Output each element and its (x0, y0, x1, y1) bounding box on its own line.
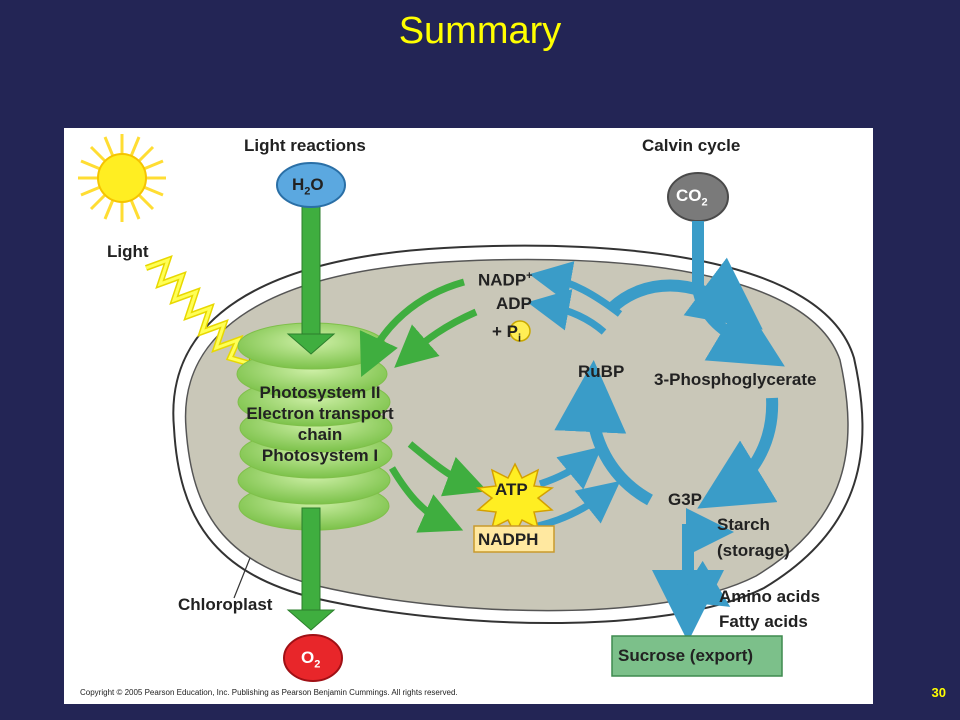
nadph-to-cycle-arrow (537, 480, 621, 530)
starch-label: Starch (storage) (717, 512, 790, 564)
amino-line: Amino acids (719, 587, 821, 606)
co2-input-arrow (692, 221, 785, 367)
atp-to-cycle-arrow (538, 446, 603, 490)
amino-fatty-label: Amino acids Fatty acids (719, 584, 820, 634)
light-reactions-heading: Light reactions (244, 136, 366, 155)
slide-title: Summary (398, 10, 562, 52)
cycle-to-adp-arrow (527, 289, 607, 335)
o2-label: O2 (301, 648, 321, 671)
calvin-cycle-ring-left (554, 360, 654, 506)
diagram-graphics (78, 134, 864, 682)
starch-line: (storage) (717, 541, 790, 560)
photosystem-line: chain (297, 425, 343, 444)
photosystem-line: Photosystem I (261, 446, 379, 465)
water-arrow-head (286, 333, 336, 355)
light-label: Light (107, 242, 149, 261)
phosphoglycerate-label: 3-Phosphoglycerate (654, 370, 817, 389)
photosystem-label: Photosystem II Electron transport chain … (222, 382, 418, 466)
nadph-label: NADPH (478, 530, 539, 549)
oxygen-arrow-shaft (301, 507, 321, 615)
atp-label: ATP (495, 480, 528, 499)
calvin-cycle-ring-right (697, 397, 779, 509)
water-arrow-shaft (301, 199, 321, 341)
thylakoid-stack-icon (236, 322, 393, 531)
adp-label: ADP (496, 294, 532, 313)
oxygen-arrow-head (286, 609, 336, 631)
h2o-circle (276, 162, 346, 208)
sucrose-label: Sucrose (export) (618, 646, 754, 665)
rubp-label: RuBP (578, 362, 625, 381)
g3p-label: G3P (668, 490, 703, 509)
adp-return-arrow (394, 308, 478, 368)
sucrose-box (611, 635, 783, 677)
pi-circle (509, 320, 531, 342)
photosystem-line: Photosystem II (259, 383, 381, 402)
o2-circle (283, 634, 343, 682)
nadph-production-arrow (388, 466, 464, 533)
calvin-cycle-heading: Calvin cycle (642, 136, 741, 155)
starch-line: Starch (717, 515, 770, 534)
pi-label: + Pi (492, 322, 522, 345)
co2-label: CO2 (676, 186, 708, 209)
h2o-label: H2O (292, 175, 324, 198)
photosystem-line: Electron transport (246, 404, 394, 423)
nadph-box (473, 525, 555, 553)
nadp-return-arrow (359, 278, 465, 378)
nadp-plus-label: NADP+ (478, 270, 533, 290)
chloroplast-pointer-line (233, 557, 251, 599)
slide-number: 30 (931, 685, 946, 700)
amino-line: Fatty acids (719, 612, 808, 631)
amino-branch-arrow (676, 560, 731, 607)
diagram-panel: Light reactions Calvin cycle Light H2O C… (64, 128, 873, 704)
copyright-notice: Copyright © 2005 Pearson Education, Inc.… (80, 688, 458, 697)
chloroplast-label: Chloroplast (178, 595, 273, 614)
atp-production-arrow (407, 441, 488, 497)
sun-icon (78, 134, 166, 222)
